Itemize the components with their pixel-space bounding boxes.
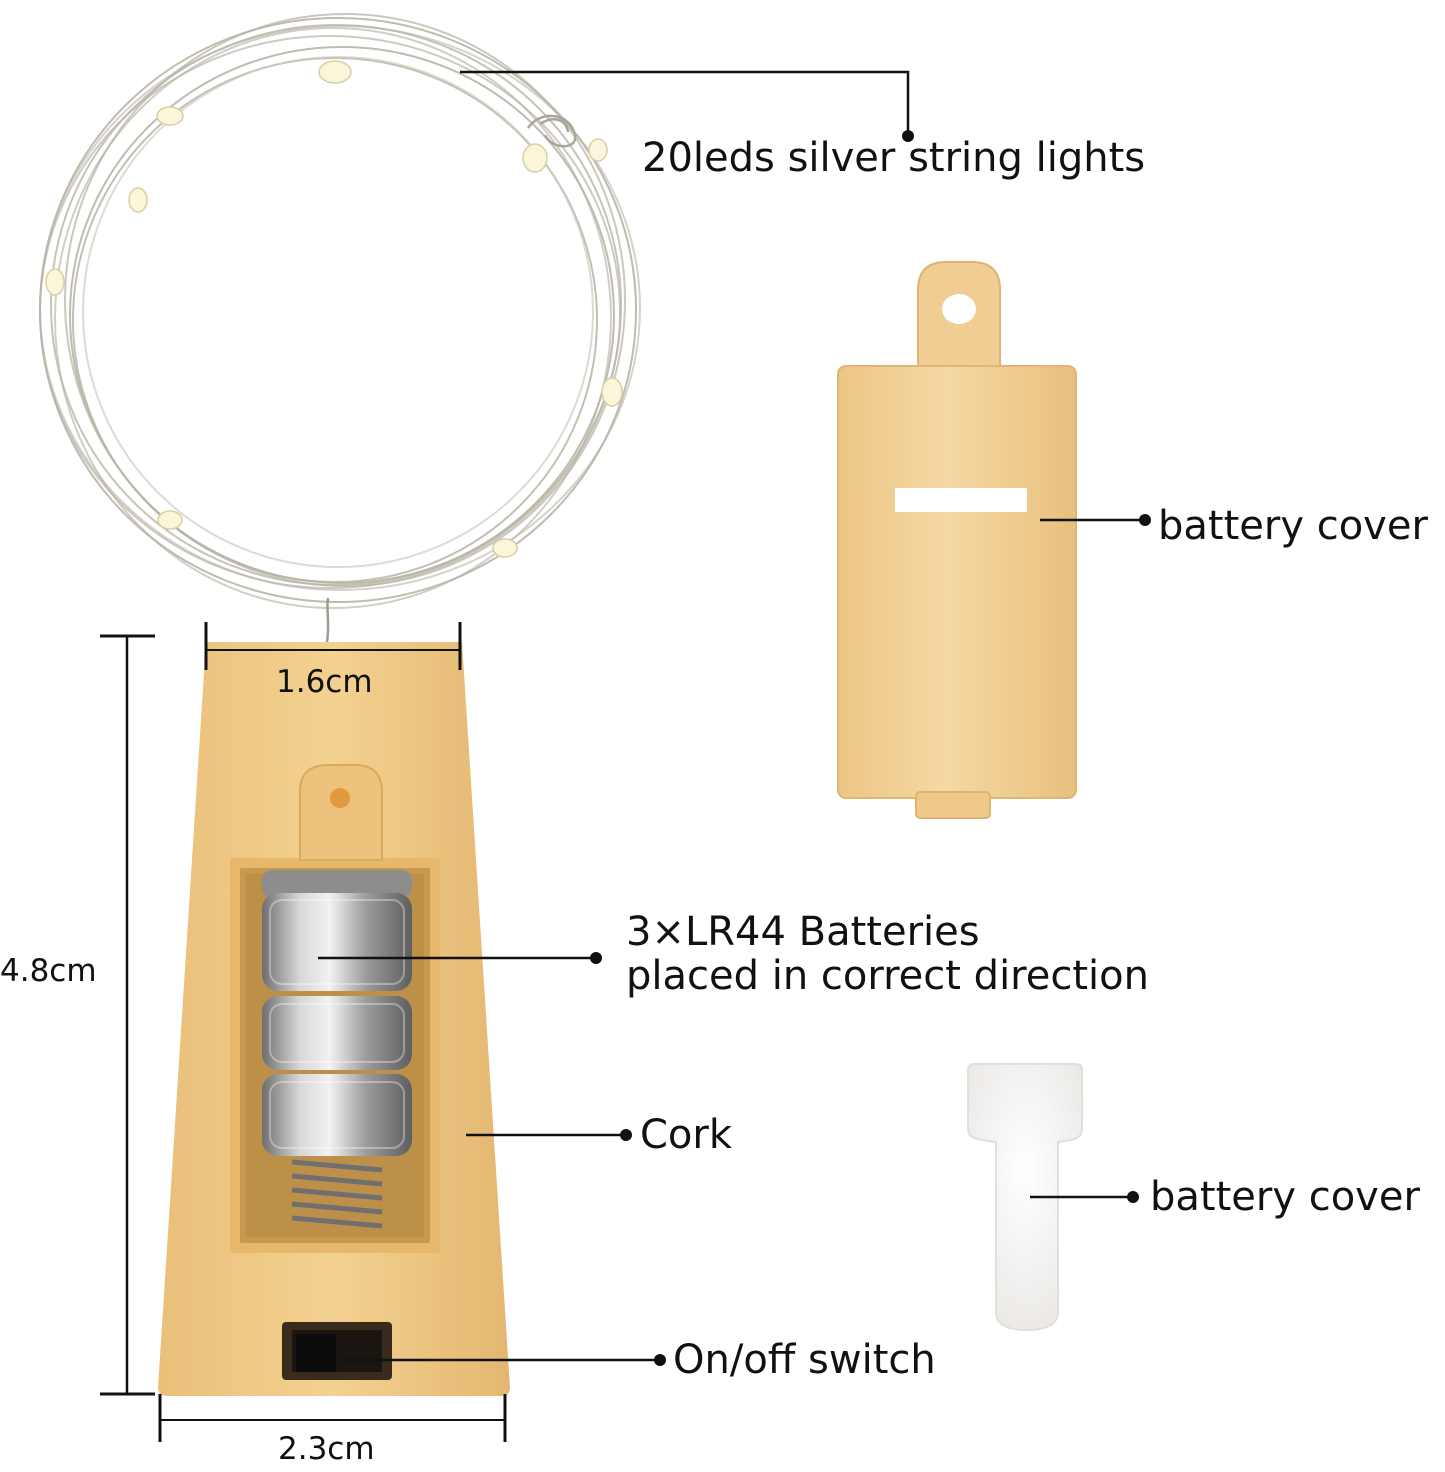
coil-wrap [526, 114, 577, 148]
leader-dots [590, 130, 1151, 1366]
top-width-dimension: 1.6cm [276, 664, 373, 700]
string-lights-label: 20leds silver string lights [642, 135, 1146, 181]
cork-label: Cork [640, 1112, 733, 1158]
batteries-label-line1: 3×LR44 Batteries [626, 909, 980, 955]
string-lights-coil [39, 13, 641, 609]
lead-wire [325, 597, 330, 643]
batteries-label-line2: placed in correct direction [626, 953, 1149, 999]
battery-cover-top-label: battery cover [1158, 503, 1428, 549]
height-dimension: 4.8cm [0, 953, 97, 989]
leader-lines [318, 70, 1145, 1362]
battery-cover-large [837, 261, 1077, 819]
switch-label: On/off switch [673, 1337, 936, 1383]
lr44-batteries [262, 870, 412, 1229]
dimension-lines [100, 622, 507, 1442]
battery-cover-small [967, 1063, 1083, 1332]
battery-cover-bottom-label: battery cover [1150, 1174, 1420, 1220]
led-bulbs [45, 60, 623, 558]
bottom-width-dimension: 2.3cm [278, 1431, 375, 1467]
